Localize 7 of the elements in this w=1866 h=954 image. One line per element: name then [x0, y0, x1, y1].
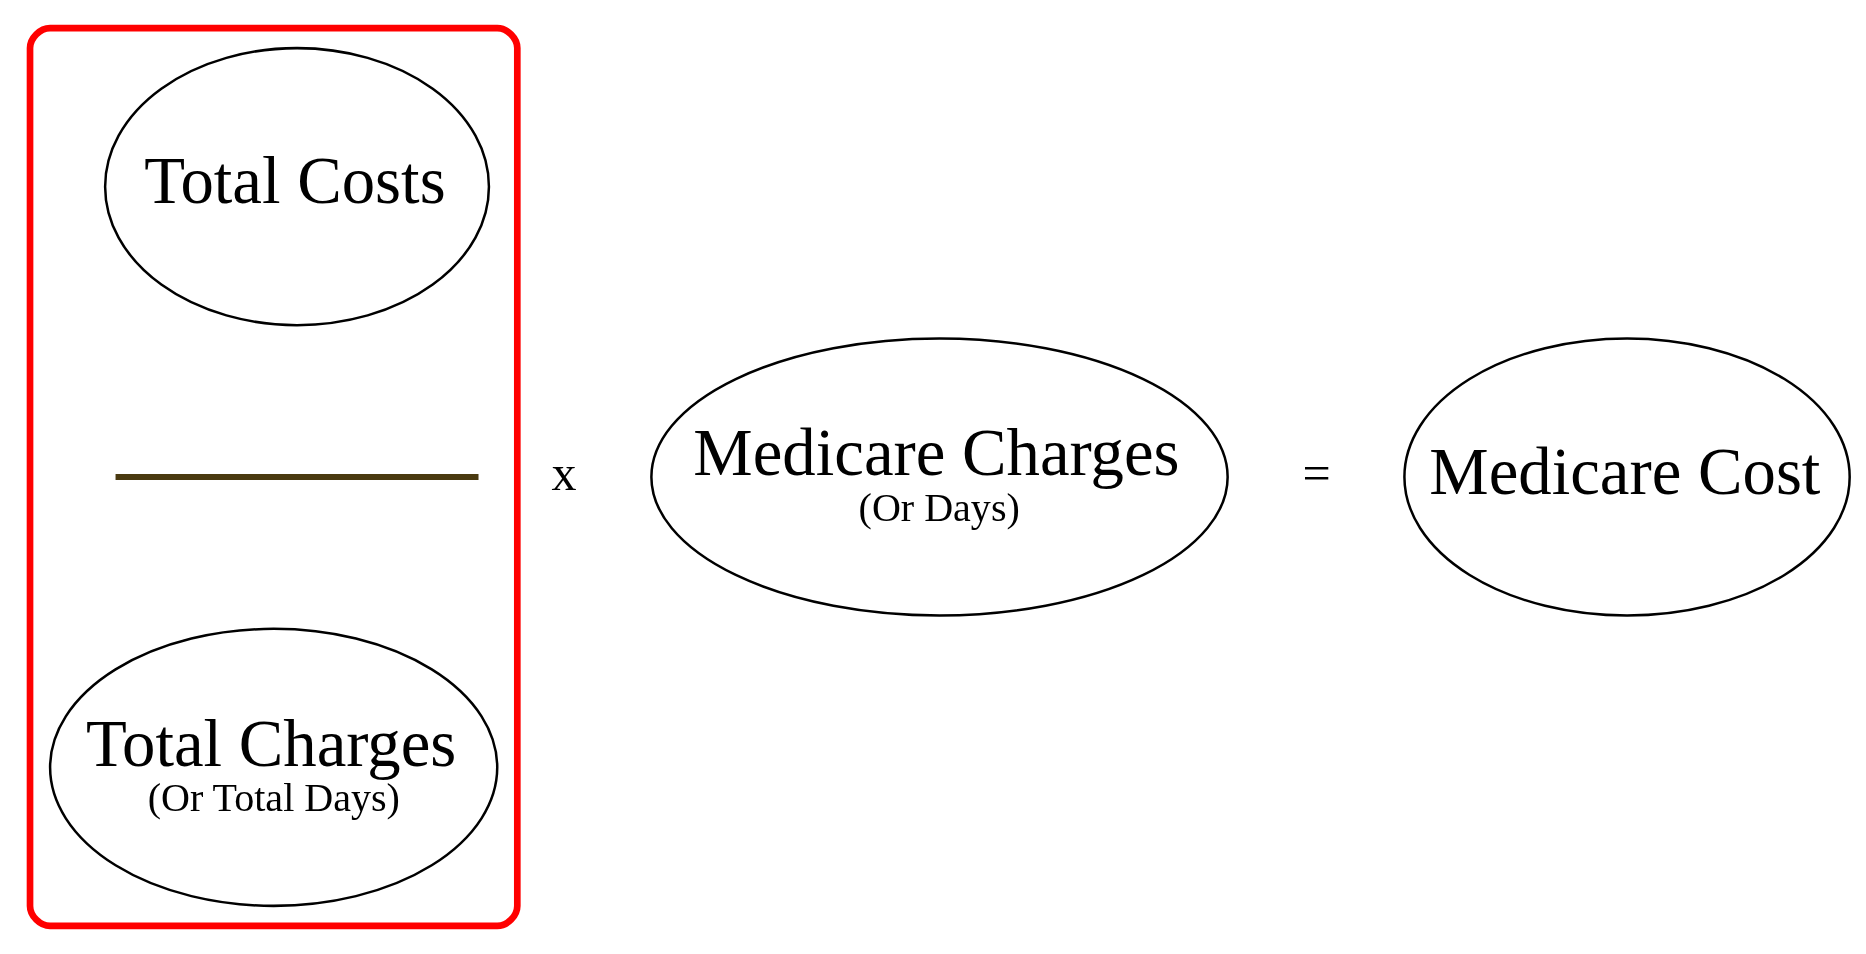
- node-ellipse: Medicare Charges (Or Days): [650, 337, 1229, 617]
- node-ellipse: Medicare Cost: [1403, 337, 1851, 617]
- label: x: [551, 444, 577, 501]
- label: =: [1302, 444, 1331, 501]
- cluster: [26, 24, 521, 930]
- node-ellipse: Total Charges (Or Total Days): [48, 627, 499, 908]
- node-ellipse: Total Costs: [103, 46, 491, 327]
